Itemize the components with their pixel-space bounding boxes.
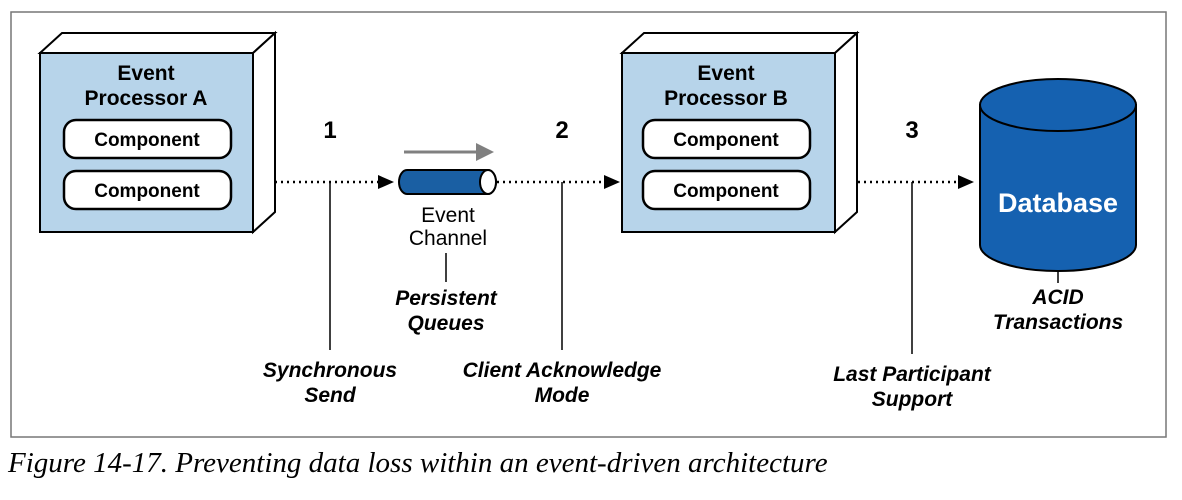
note-acid-line1: ACID [1031,286,1083,309]
note-client-ack-line2: Mode [535,384,590,407]
channel-pipe-end [479,169,497,195]
database-label: Database [998,188,1118,218]
note-sync-send-line2: Send [304,384,357,407]
note-last-participant-line2: Support [872,388,953,411]
processor-b-title-line1: Event [697,62,754,85]
processor-a-component-2: Component [94,181,200,202]
figure-caption: Figure 14-17. Preventing data loss withi… [8,447,828,479]
processor-b-component-1: Component [673,130,779,151]
step-1: 1 [323,117,336,144]
processor-b-component-2-box [641,169,812,211]
processor-a-title-line1: Event [117,62,174,85]
event-channel: Event Channel [398,143,497,250]
connectors [275,175,974,189]
processor-b-component-2: Component [673,181,779,202]
processor-b-title-line2: Processor B [664,87,788,110]
processor-a-component-1: Component [94,130,200,151]
processor-a-component-2-box [62,169,233,211]
processor-a-title-line2: Processor A [85,87,208,110]
note-acid-line2: Transactions [993,311,1123,334]
database-top [979,78,1137,132]
database: Database [979,78,1137,272]
processor-b-side-face [834,30,858,235]
processor-b-component-1-box [641,118,812,160]
note-persistent-line2: Queues [407,312,484,335]
channel-label-line1: Event [421,204,475,227]
flow-direction-arrow-icon [476,143,494,161]
processor-a-side-face [252,30,276,235]
note-persistent-line1: Persistent [395,287,498,310]
annotation-leaders [329,182,1059,354]
processor-a-component-1-box [62,118,233,160]
step-3: 3 [905,117,918,144]
architecture-diagram: Event Processor A Component Component Ev… [10,11,1167,438]
arrowhead-1 [378,175,394,189]
event-processor-a: Event Processor A Component Component [37,30,278,235]
event-processor-b: Event Processor B Component Component [619,30,860,235]
step-2: 2 [555,117,568,144]
channel-label-line2: Channel [409,227,487,250]
processor-b-top-face [619,32,860,54]
note-last-participant-line1: Last Participant [833,363,992,386]
database-cylinder [979,104,1137,272]
note-sync-send-line1: Synchronous [263,359,397,382]
note-client-ack-line1: Client Acknowledge [463,359,662,382]
arrowhead-2 [604,175,620,189]
arrowhead-3 [958,175,974,189]
processor-a-top-face [37,32,278,54]
